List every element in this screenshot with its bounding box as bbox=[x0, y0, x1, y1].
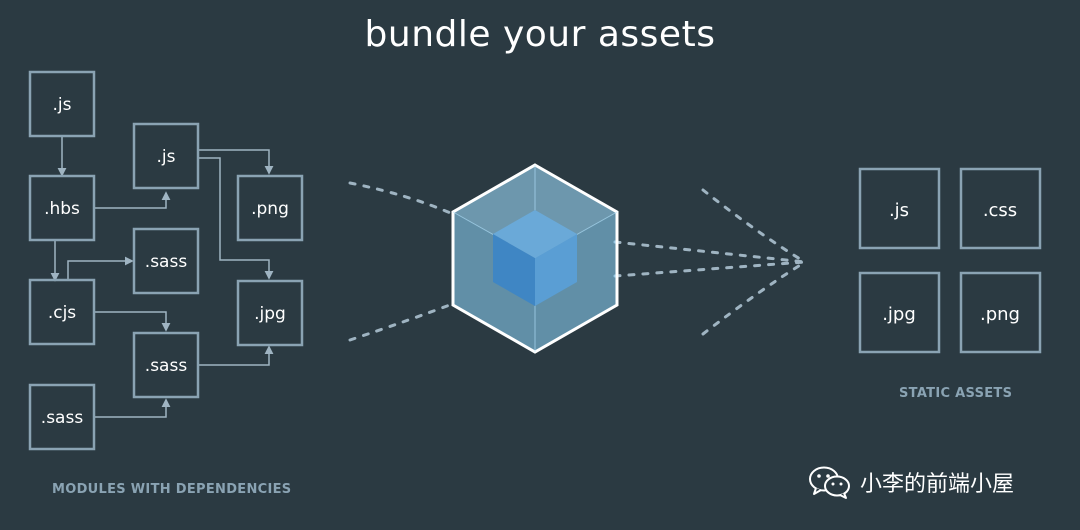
flow-line-in-bottom bbox=[348, 301, 457, 342]
flow-line-in-top bbox=[348, 181, 457, 217]
asset-boxes: .js .css .jpg .png bbox=[858, 167, 1042, 354]
asset-label: .jpg bbox=[882, 304, 916, 325]
arrow-sass-to-jpg bbox=[199, 345, 274, 366]
modules-caption: MODULES WITH DEPENDENCIES bbox=[52, 482, 292, 497]
module-label: .js bbox=[53, 95, 72, 115]
module-box-sass-mid bbox=[132, 227, 200, 295]
module-label: .hbs bbox=[44, 199, 80, 219]
module-box-cjs bbox=[28, 278, 96, 346]
watermark-text: 小李的前端小屋 bbox=[860, 472, 1015, 497]
module-box-jpg bbox=[236, 279, 304, 347]
module-label: .sass bbox=[145, 252, 188, 272]
module-box-hbs bbox=[28, 174, 96, 242]
flow-arrow-upper bbox=[701, 188, 807, 264]
asset-box-css bbox=[959, 167, 1042, 250]
static-assets-caption: STATIC ASSETS bbox=[899, 386, 1013, 401]
module-box-sass-bottom bbox=[28, 383, 96, 451]
module-box-js-top bbox=[28, 70, 96, 138]
module-label: .sass bbox=[145, 356, 188, 376]
module-label: .cjs bbox=[48, 303, 76, 323]
flow-arrow-lower bbox=[701, 260, 807, 336]
module-box-png bbox=[236, 174, 304, 242]
webpack-cube-icon bbox=[451, 163, 619, 354]
flow-line-out-top bbox=[613, 240, 807, 264]
arrow-cjs-to-sass bbox=[67, 256, 134, 280]
arrow-cjs-to-sass-lower bbox=[94, 311, 171, 332]
asset-label: .css bbox=[983, 200, 1017, 221]
asset-box-png bbox=[959, 271, 1042, 354]
module-label: .sass bbox=[41, 408, 84, 428]
asset-label: .png bbox=[980, 304, 1020, 325]
module-label: .jpg bbox=[254, 304, 286, 324]
arrow-js-to-png bbox=[199, 149, 274, 175]
arrow-hbs-to-js bbox=[94, 191, 171, 209]
dependency-arrows bbox=[50, 136, 274, 418]
asset-box-jpg bbox=[858, 271, 941, 354]
wechat-icon bbox=[809, 466, 850, 499]
watermark: 小李的前端小屋 bbox=[808, 464, 1014, 500]
asset-label: .js bbox=[889, 200, 909, 221]
flow-line-out-bottom bbox=[613, 260, 807, 278]
module-box-sass-lower bbox=[132, 331, 200, 399]
module-label: .png bbox=[251, 199, 289, 219]
module-label: .js bbox=[157, 147, 176, 167]
asset-box-js bbox=[858, 167, 941, 250]
flow-lines bbox=[348, 181, 807, 342]
module-box-js-mid bbox=[132, 122, 200, 190]
page-title: bundle your assets bbox=[364, 14, 716, 55]
arrow-js-to-jpg bbox=[199, 157, 274, 280]
arrow-sass-bottom-to-sass bbox=[94, 398, 171, 418]
module-boxes: .js .hbs .cjs .sass .js .sass .sass .png… bbox=[28, 70, 304, 451]
